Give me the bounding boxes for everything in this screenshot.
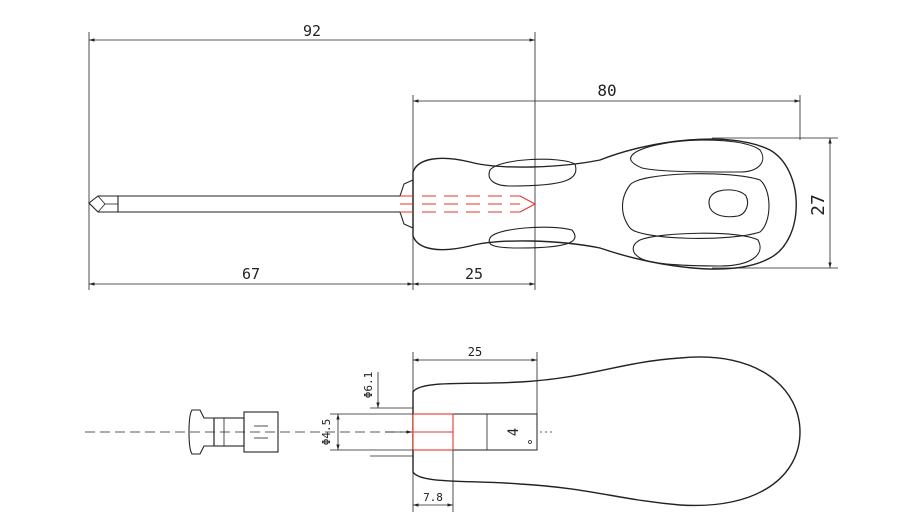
dim-handle-diameter: 27 <box>808 194 829 216</box>
dim-depth: 7.8 <box>423 491 443 504</box>
dim-overall-length: 92 <box>303 22 321 40</box>
dim-outer-bore: Φ6.1 <box>362 372 375 399</box>
dim-section-length: 25 <box>468 345 482 359</box>
dim-socket-depth: 4 <box>506 428 522 436</box>
dim-bolster-length: 25 <box>465 265 483 283</box>
dim-handle-length: 80 <box>597 81 616 100</box>
dim-inner-bore: Φ4.5 <box>320 419 333 446</box>
side-view: 92 80 67 25 27 <box>88 22 838 290</box>
section-view: 25 Φ6.1 Φ4.5 4 7.8 <box>85 345 801 512</box>
bit-insert <box>188 409 279 455</box>
dim-shaft-length: 67 <box>242 265 260 283</box>
